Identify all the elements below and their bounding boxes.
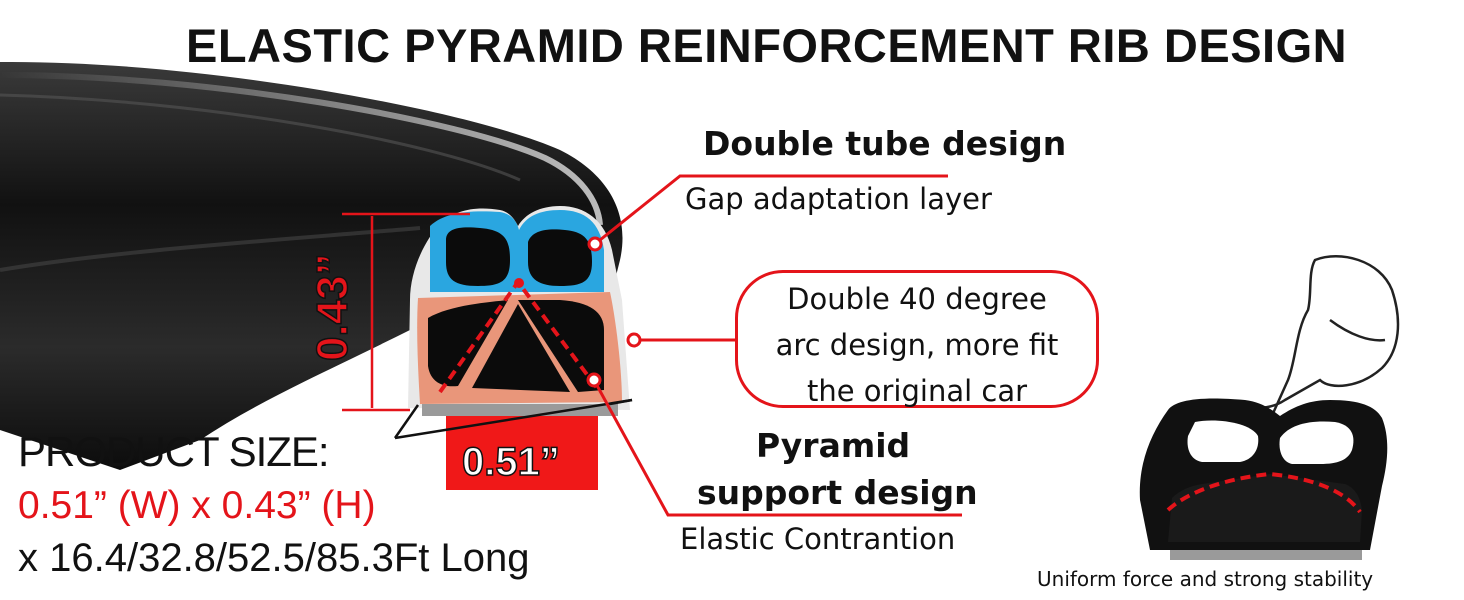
pyramid-title-line1: Pyramid: [756, 426, 911, 465]
pyramid-subtitle: Elastic Contrantion: [680, 522, 956, 556]
profile-icon: [1139, 398, 1388, 560]
arc-line-1: Double 40 degree: [787, 282, 1047, 316]
double-tube-leader: [587, 174, 948, 252]
arc-line-3: the original car: [806, 374, 1028, 408]
width-dimension-label: 0.51”: [461, 439, 560, 485]
arc-line-2: arc design, more fit: [775, 328, 1059, 362]
double-tube-title: Double tube design: [703, 124, 1067, 163]
page-title: ELASTIC PYRAMID REINFORCEMENT RIB DESIGN: [186, 19, 1348, 72]
pressure-demo-illustration: [1139, 255, 1400, 560]
width-dimension: [393, 398, 633, 440]
height-dimension: [342, 212, 470, 412]
pyramid-leader: [586, 372, 962, 517]
product-size-heading: PRODUCT SIZE:: [18, 428, 330, 475]
product-size-dims: 0.51” (W) x 0.43” (H): [18, 484, 376, 527]
height-dimension-label: 0.43”: [307, 253, 358, 362]
curved-strip: [0, 61, 623, 470]
product-size-length: x 16.4/32.8/52.5/85.3Ft Long: [18, 536, 530, 580]
arc-leader: [626, 332, 735, 348]
pyramid-title-line2: support design: [697, 473, 978, 512]
cross-section: [408, 206, 630, 490]
double-tube-subtitle: Gap adaptation layer: [685, 182, 992, 216]
arc-design-bubble: Double 40 degree arc design, more fit th…: [735, 270, 1099, 408]
demo-caption: Uniform force and strong stability: [1037, 567, 1374, 591]
